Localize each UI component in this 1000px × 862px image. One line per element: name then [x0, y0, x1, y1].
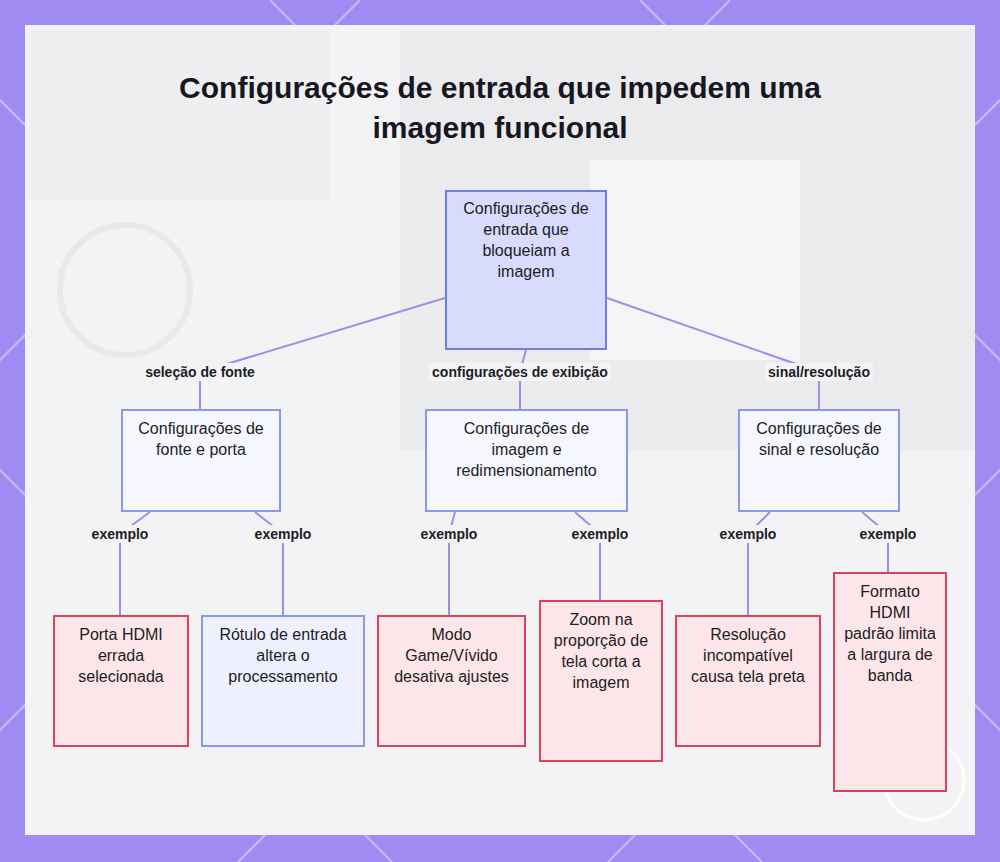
node-text: Porta HDMI errada selecionada	[63, 624, 179, 687]
node-text: Rótulo de entrada altera o processamento	[211, 624, 355, 687]
node-text: Formato HDMI padrão limita a largura de …	[843, 581, 937, 686]
node-text: Configurações de imagem e redimensioname…	[435, 418, 618, 481]
node-text: Modo Game/Vívido desativa ajustes	[387, 624, 516, 687]
node-text: Configurações de sinal e resolução	[748, 418, 890, 460]
node-text: Zoom na proporção de tela corta a imagem	[549, 609, 653, 693]
edge-label: exemplo	[89, 525, 152, 543]
edge-label: seleção de fonte	[142, 363, 258, 381]
blurred-backdrop	[30, 30, 975, 450]
edge-label: exemplo	[857, 525, 920, 543]
edge-label: exemplo	[569, 525, 632, 543]
category-box: Configurações de sinal e resolução	[738, 409, 900, 512]
example-box: Rótulo de entrada altera o processamento	[201, 615, 365, 747]
connector	[200, 298, 445, 409]
edge-label: exemplo	[252, 525, 315, 543]
edge-label: configurações de exibição	[429, 363, 611, 381]
root-box: Configurações de entrada que bloqueiam a…	[445, 190, 607, 350]
node-text: Configurações de entrada que bloqueiam a…	[455, 198, 597, 282]
category-box: Configurações de fonte e porta	[121, 409, 281, 512]
category-box: Configurações de imagem e redimensioname…	[425, 409, 628, 512]
example-box: Formato HDMI padrão limita a largura de …	[833, 572, 947, 792]
edge-label: exemplo	[717, 525, 780, 543]
example-box: Modo Game/Vívido desativa ajustes	[377, 615, 526, 747]
node-text: Resolução incompatível causa tela preta	[685, 624, 811, 687]
edge-label: exemplo	[418, 525, 481, 543]
connector	[607, 298, 819, 409]
example-box: Zoom na proporção de tela corta a imagem	[539, 600, 663, 762]
example-box: Resolução incompatível causa tela preta	[675, 615, 821, 747]
edge-label: sinal/resolução	[765, 363, 873, 381]
panel	[25, 25, 975, 835]
node-text: Configurações de fonte e porta	[131, 418, 271, 460]
example-box: Porta HDMI errada selecionada	[53, 615, 189, 747]
diagram-title: Configurações de entrada que impedem uma…	[170, 68, 830, 148]
